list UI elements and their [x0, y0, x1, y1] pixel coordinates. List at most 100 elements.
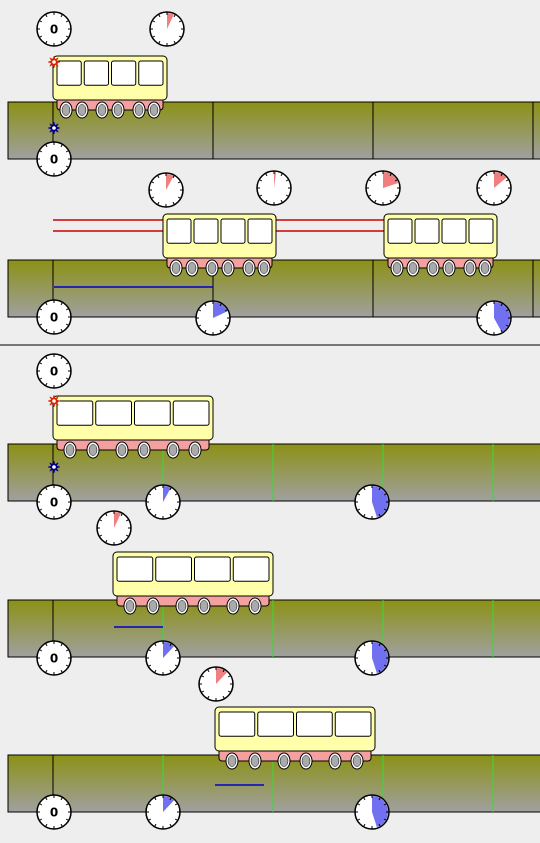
clock-label: 0 — [50, 311, 58, 325]
train-wheel-hub — [250, 600, 260, 612]
track-clock: 0 — [36, 299, 72, 335]
clock-tick — [222, 695, 225, 699]
clock-tick — [177, 196, 181, 199]
train-window — [296, 711, 333, 737]
clock-sector — [494, 172, 507, 188]
train-wheel-hub — [428, 262, 438, 274]
clock-tick — [60, 170, 63, 174]
train-window — [387, 218, 413, 244]
clock-tick — [45, 144, 48, 148]
clock-tick — [169, 643, 172, 647]
clock-label: 0 — [50, 23, 58, 37]
track-origin-clock: 0 — [36, 484, 72, 520]
train-window — [232, 556, 270, 582]
clock-tick — [45, 356, 48, 360]
clock-tick — [383, 508, 387, 511]
train-wheel-hub — [113, 104, 123, 116]
clock-tick — [45, 487, 48, 491]
clock-label: 0 — [50, 153, 58, 167]
clock-tick — [174, 818, 178, 821]
train-window — [441, 218, 467, 244]
train-clock — [148, 172, 184, 208]
train-wheel-hub — [117, 444, 127, 456]
clock-tick — [174, 493, 178, 496]
flash-core — [52, 126, 56, 130]
clock-tick — [174, 508, 178, 511]
clock-tick — [227, 690, 231, 693]
clock-tick — [383, 803, 387, 806]
clock-tick — [378, 669, 381, 673]
train-wheel-hub — [330, 755, 340, 767]
clock-label: 0 — [50, 496, 58, 510]
clock-tick — [172, 175, 175, 179]
clock-tick — [224, 309, 228, 312]
clock-tick — [485, 173, 488, 177]
clock-tick — [148, 818, 152, 821]
train-window — [414, 218, 440, 244]
train-wheel-hub — [392, 262, 402, 274]
track-5 — [7, 754, 540, 813]
clock-tick — [45, 170, 48, 174]
clock-tick — [60, 356, 63, 360]
clock-tick — [65, 150, 69, 153]
train-wheel-hub — [259, 262, 269, 274]
train-window — [138, 60, 164, 86]
clock-tick — [39, 493, 43, 496]
clock-tick — [154, 669, 157, 673]
train-window — [134, 400, 171, 426]
clock-label: 0 — [50, 806, 58, 820]
clock-tick — [120, 513, 123, 517]
clock-tick — [151, 196, 155, 199]
clock-tick — [394, 179, 398, 182]
train-wheel-hub — [168, 444, 178, 456]
clock-tick — [280, 173, 283, 177]
train-window — [111, 60, 137, 86]
clock-tick — [65, 493, 69, 496]
clock-tick — [60, 40, 63, 44]
clock-tick — [259, 179, 263, 182]
clock-tick — [378, 487, 381, 491]
clock-tick — [65, 664, 69, 667]
clock-tick — [207, 669, 210, 673]
clock-tick — [39, 323, 43, 326]
clock-tick — [378, 797, 381, 801]
clock-tick — [65, 803, 69, 806]
track-origin-clock: 0 — [36, 141, 72, 177]
train-wheel-hub — [139, 444, 149, 456]
train-window — [220, 218, 246, 244]
clock-tick — [154, 643, 157, 647]
train-wheel-hub — [190, 444, 200, 456]
clock-tick — [178, 35, 182, 38]
clock-tick — [357, 649, 361, 652]
clock-tick — [45, 40, 48, 44]
clock-tick — [363, 487, 366, 491]
clock-tick — [45, 669, 48, 673]
clock-tick — [222, 669, 225, 673]
track-clock — [145, 484, 181, 520]
clock-tick — [389, 173, 392, 177]
train-wheel-hub — [171, 262, 181, 274]
clock-tick — [152, 20, 156, 23]
clock-tick — [357, 664, 361, 667]
flash-front — [47, 394, 61, 408]
clock-tick — [157, 201, 160, 205]
train-rear-clock — [149, 11, 185, 47]
clock-tick — [39, 35, 43, 38]
clock-tick — [39, 803, 43, 806]
train-window — [116, 556, 154, 582]
clock-tick — [45, 302, 48, 306]
clock-tick — [60, 302, 63, 306]
clock-tick — [178, 20, 182, 23]
train-3 — [52, 395, 214, 459]
clock-tick — [174, 664, 178, 667]
train-wheel-hub — [65, 444, 75, 456]
clock-tick — [148, 508, 152, 511]
train-clock — [96, 510, 132, 546]
clock-tick — [394, 194, 398, 197]
clock-tick — [198, 324, 202, 327]
clock-sector — [163, 796, 174, 812]
clock-tick — [368, 179, 372, 182]
clock-tick — [65, 323, 69, 326]
clock-tick — [65, 308, 69, 311]
clock-tick — [485, 199, 488, 203]
